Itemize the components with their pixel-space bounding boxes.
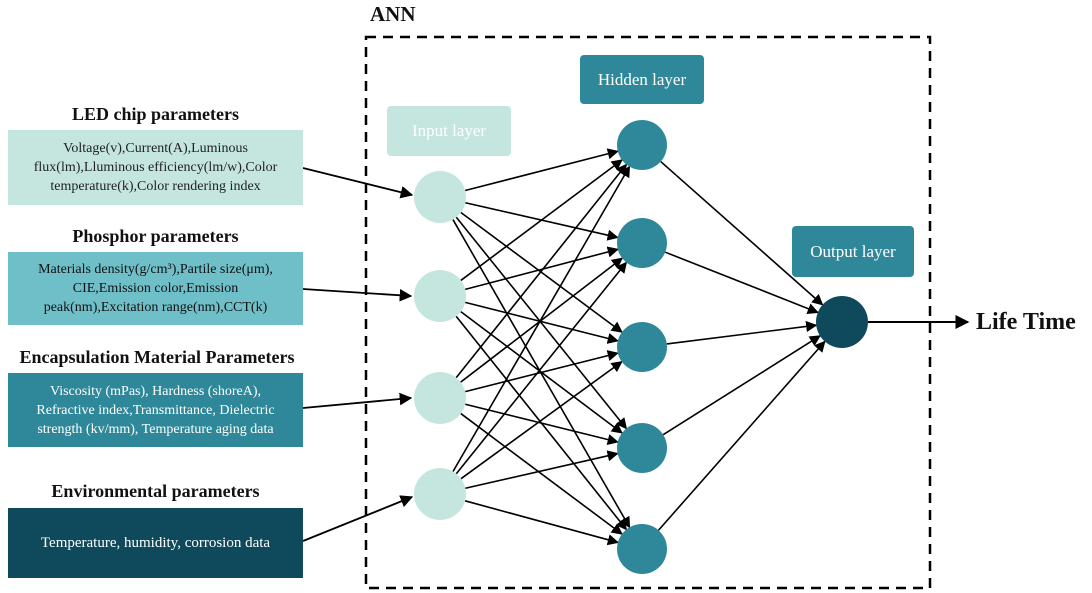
group-title-phosphor: Phosphor parameters	[72, 226, 239, 246]
edge-input-4-hidden-2	[455, 261, 628, 475]
param-line: peak(nm),Excitation range(nm),CCT(k)	[43, 300, 268, 315]
edge-input-3-hidden-5	[460, 412, 623, 535]
hidden-layer-label: Hidden layer	[580, 55, 704, 104]
hidden-node-3	[617, 322, 667, 372]
edge-input-1-hidden-4	[455, 216, 628, 430]
edge-hidden-4-output	[662, 335, 821, 436]
param-line: Temperature, humidity, corrosion data	[40, 534, 271, 551]
output-layer-label: Output layer	[792, 226, 914, 277]
param-line: strength (kv/mm), Temperature aging data	[37, 421, 274, 437]
edge-hidden-1-output	[660, 160, 824, 306]
feed-arrow-4	[302, 495, 414, 542]
param-line: flux(lm),Lluminous efficiency(lm/w),Colo…	[33, 160, 278, 175]
feed-arrow-1	[302, 167, 414, 199]
param-line: CIE,Emission color,Emission	[72, 281, 239, 296]
edge-hidden-3-output	[666, 320, 818, 345]
param-line: Refractive index,Transmittance, Dielectr…	[36, 402, 275, 418]
hidden-node-1	[617, 120, 667, 170]
group-title-environmental: Environmental parameters	[51, 481, 260, 501]
edge-input-1-hidden-1	[464, 148, 619, 192]
group-title-led-chip: LED chip parameters	[72, 104, 239, 124]
output-label: Life Time	[976, 309, 1076, 335]
output-node	[816, 296, 868, 348]
param-box-led-chip: Voltage(v),Current(A),Luminous flux(lm),…	[8, 130, 303, 205]
input-layer-label: Input layer	[387, 106, 511, 156]
input-node-3	[414, 372, 466, 424]
param-line: Viscosity (mPas), Hardness (shoreA),	[49, 383, 262, 399]
ann-boundary	[364, 35, 932, 590]
param-line: Voltage(v),Current(A),Luminous	[63, 141, 248, 156]
edge-input-1-hidden-5	[452, 219, 631, 529]
input-node-2	[414, 270, 466, 322]
edge-input-2-hidden-1	[460, 159, 623, 282]
edge-input-4-hidden-4	[465, 450, 619, 490]
edge-input-3-hidden-3	[465, 350, 619, 393]
edge-input-3-hidden-4	[465, 403, 619, 446]
input-node-1	[414, 171, 466, 223]
param-box-environmental: Temperature, humidity, corrosion data	[8, 508, 303, 578]
feed-arrow-3	[302, 392, 413, 409]
edge-input-2-hidden-2	[464, 246, 619, 291]
group-title-encapsulation: Encapsulation Material Parameters	[19, 347, 295, 367]
param-line: Materials density(g/cm³),Partile size(μm…	[38, 262, 273, 277]
ann-title: ANN	[370, 2, 416, 26]
edge-input-3-hidden-1	[455, 163, 628, 379]
param-box-encapsulation: Viscosity (mPas), Hardness (shoreA), Ref…	[8, 373, 303, 447]
edge-input-4-hidden-1	[452, 165, 631, 472]
edge-hidden-5-output	[657, 340, 826, 531]
hidden-node-4	[617, 423, 667, 473]
feed-arrow-2	[302, 288, 413, 302]
param-box-phosphor: Materials density(g/cm³),Partile size(μm…	[8, 252, 303, 325]
input-node-4	[414, 468, 466, 520]
edge-input-2-hidden-3	[465, 301, 619, 344]
edge-hidden-2-output	[664, 251, 819, 314]
edge-input-4-hidden-3	[460, 361, 623, 480]
hidden-node-5	[617, 524, 667, 574]
param-line: temperature(k),Color rendering index	[50, 179, 261, 194]
edge-input-1-hidden-3	[460, 211, 623, 333]
edge-input-4-hidden-5	[464, 500, 619, 546]
hidden-node-2	[617, 218, 667, 268]
